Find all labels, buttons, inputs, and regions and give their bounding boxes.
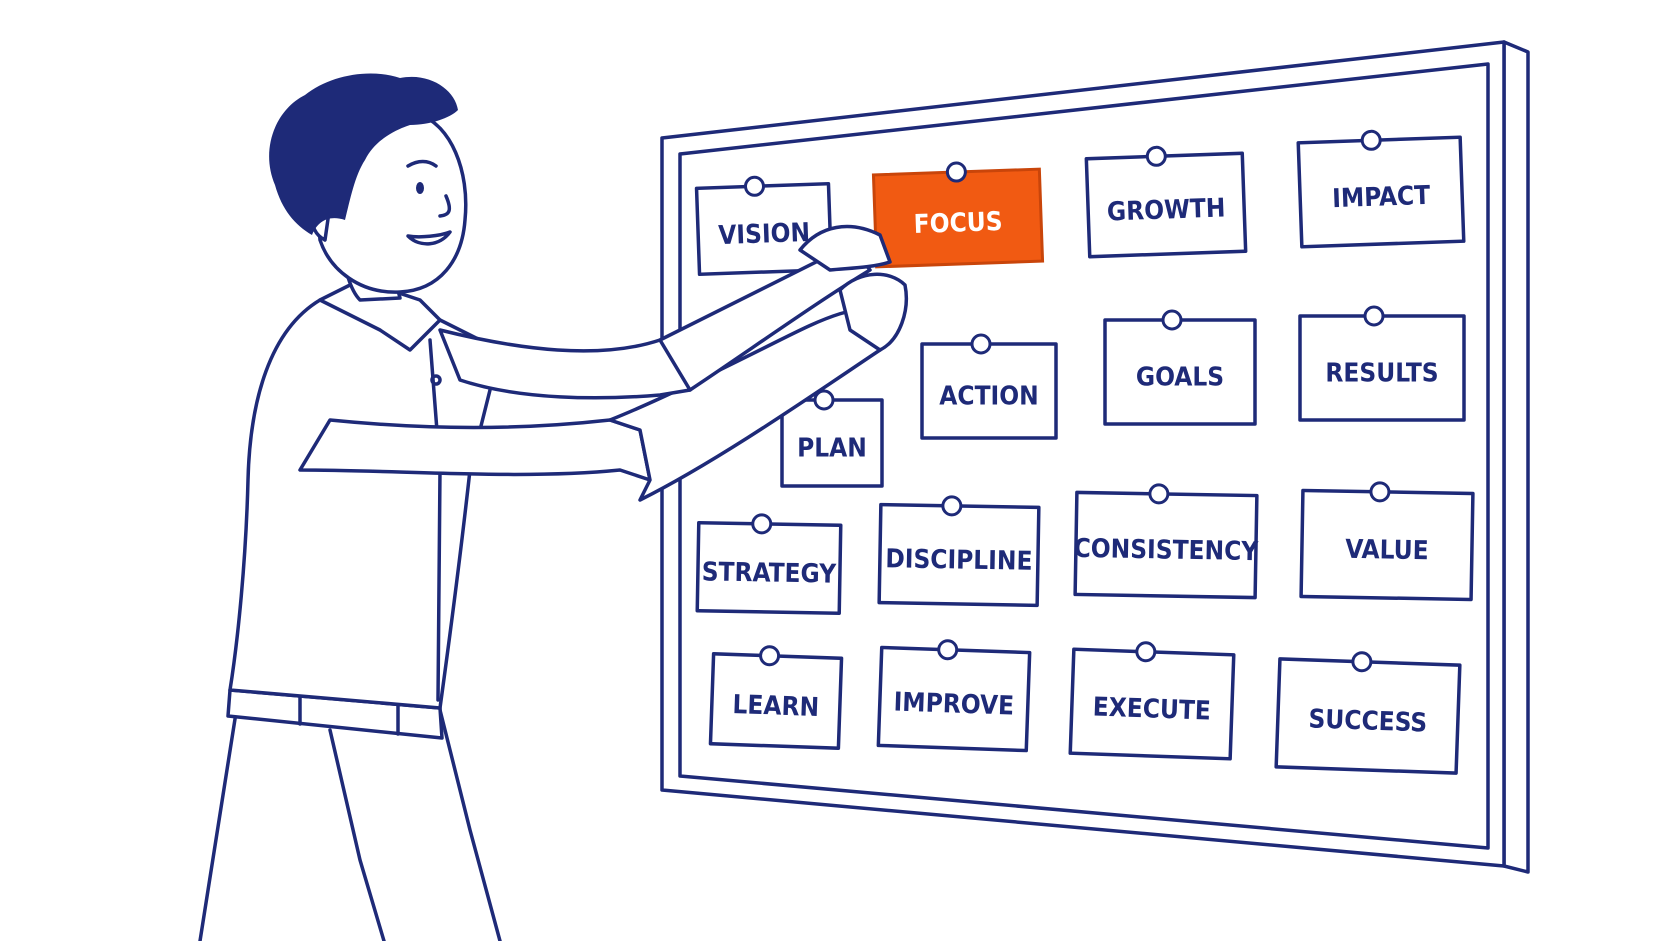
card-impact-label: IMPACT: [1332, 181, 1431, 214]
pin-icon: [1135, 641, 1157, 663]
card-plan: PLAN: [780, 389, 884, 488]
card-execute-label: EXECUTE: [1092, 692, 1211, 726]
pin-icon: [1363, 305, 1385, 327]
board-frame-inner: [678, 62, 1490, 850]
pin-icon: [1351, 651, 1373, 673]
eyebrow: [406, 159, 438, 168]
card-growth: GROWTH: [1084, 145, 1248, 259]
pin-icon: [1145, 145, 1167, 167]
card-consistency: CONSISTENCY: [1073, 483, 1260, 600]
card-results-label: RESULTS: [1325, 359, 1438, 389]
trouser-left-edge: [198, 698, 240, 941]
card-strategy-label: STRATEGY: [701, 557, 837, 589]
card-growth-label: GROWTH: [1106, 193, 1225, 227]
card-strategy: STRATEGY: [695, 513, 843, 615]
pin-icon: [941, 495, 963, 517]
pin-icon: [1369, 481, 1391, 503]
trouser-right-edge: [438, 708, 502, 941]
trouser-crease: [328, 728, 386, 941]
card-results-rect: [1298, 314, 1466, 422]
card-goals-rect: [1103, 318, 1257, 426]
hair: [269, 73, 458, 235]
card-vision: VISION: [694, 175, 834, 277]
card-success-label: SUCCESS: [1308, 704, 1428, 738]
nose: [438, 194, 452, 218]
card-action-rect: [920, 342, 1058, 440]
card-discipline-label: DISCIPLINE: [885, 544, 1033, 577]
pin-icon: [970, 333, 992, 355]
card-improve-label: IMPROVE: [893, 687, 1014, 721]
card-results: RESULTS: [1298, 305, 1466, 422]
card-value: VALUE: [1299, 481, 1475, 602]
front-hand: [838, 272, 908, 352]
card-discipline: DISCIPLINE: [877, 495, 1041, 608]
card-improve: IMPROVE: [876, 639, 1032, 753]
person: [198, 73, 908, 941]
card-goals-label: GOALS: [1136, 363, 1224, 393]
card-focus: FOCUS: [871, 161, 1045, 269]
card-grid: VISION FOCUS GROWTH IMPACT PLAN ACTION GOALS RE…: [694, 129, 1475, 775]
shirt-torso: [228, 298, 502, 710]
pin-icon: [744, 175, 766, 197]
card-action: ACTION: [920, 333, 1058, 440]
pin-icon: [1148, 483, 1170, 505]
pin-icon: [759, 645, 781, 667]
back-forearm: [658, 243, 872, 392]
eye: [416, 182, 424, 194]
pin-icon: [1161, 309, 1183, 331]
card-impact: IMPACT: [1296, 129, 1466, 249]
card-learn-label: LEARN: [732, 690, 820, 723]
card-success: SUCCESS: [1274, 651, 1462, 775]
card-plan-rect: [780, 398, 884, 488]
card-value-label: VALUE: [1345, 535, 1429, 566]
board-side: [1502, 40, 1530, 874]
back-hand: [798, 224, 892, 272]
pin-icon: [751, 513, 773, 535]
pin-icon: [813, 389, 835, 411]
smile: [406, 230, 452, 246]
pin-icon: [937, 639, 959, 661]
shirt-button-1: [430, 374, 442, 386]
card-action-label: ACTION: [939, 382, 1038, 412]
card-focus-label: FOCUS: [913, 207, 1003, 240]
card-learn: LEARN: [708, 645, 844, 750]
pin-icon: [1360, 129, 1382, 151]
front-sleeve: [298, 418, 652, 482]
pin-icon: [945, 161, 967, 183]
card-goals: GOALS: [1103, 309, 1257, 426]
card-execute: EXECUTE: [1068, 641, 1236, 761]
card-plan-label: PLAN: [797, 434, 867, 464]
card-vision-label: VISION: [718, 218, 811, 251]
card-consistency-label: CONSISTENCY: [1073, 534, 1259, 567]
